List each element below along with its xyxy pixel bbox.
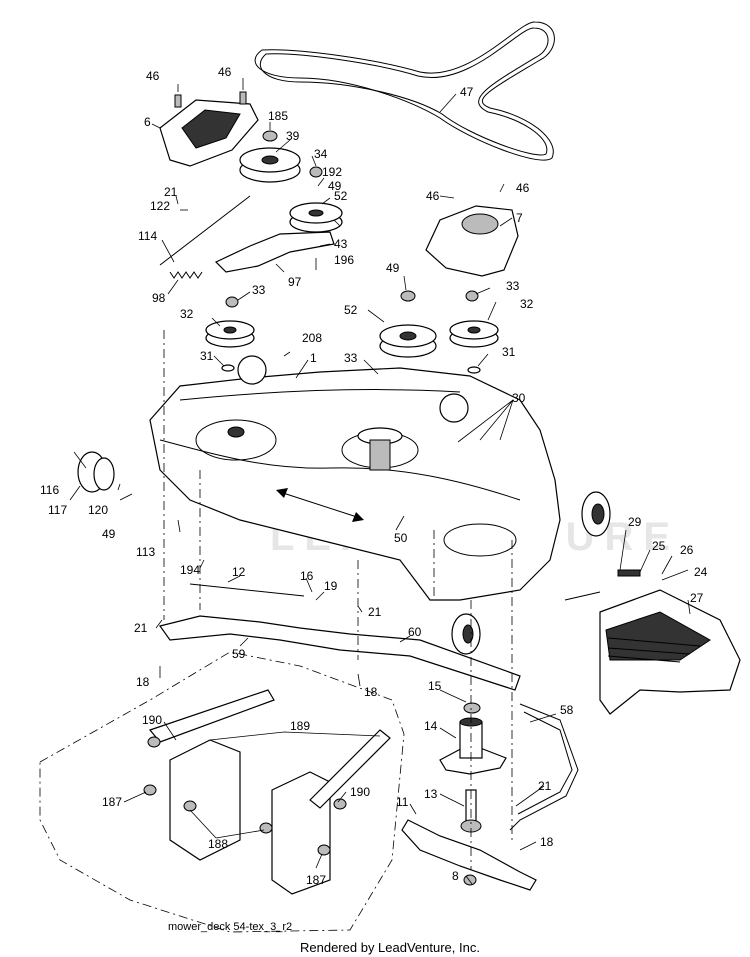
callout-31b: 31	[502, 345, 516, 359]
footer-credit: Rendered by LeadVenture, Inc.	[300, 940, 480, 955]
callout-31a: 31	[200, 349, 214, 363]
callout-43: 43	[334, 237, 348, 251]
callout-33c: 33	[506, 279, 520, 293]
callout-190a: 190	[142, 713, 162, 727]
pulley-32-right	[449, 320, 499, 348]
deck-wheel-front-right	[451, 613, 481, 655]
callout-196: 196	[334, 253, 354, 267]
callout-60: 60	[408, 625, 422, 639]
deck-belt	[254, 21, 555, 161]
spindle-shaft	[460, 789, 482, 833]
callout-188: 188	[208, 837, 228, 851]
callout-33a: 33	[252, 283, 266, 297]
callout-18b: 18	[136, 675, 150, 689]
callout-21c: 21	[134, 621, 148, 635]
callout-117: 117	[48, 503, 67, 517]
callout-47: 47	[460, 85, 474, 99]
callout-46c: 46	[426, 189, 440, 203]
callout-25: 25	[652, 539, 666, 553]
callout-46b: 46	[218, 65, 232, 79]
callout-187a: 187	[102, 795, 122, 809]
callout-27: 27	[690, 591, 704, 605]
callout-113: 113	[136, 545, 155, 559]
callout-190b: 190	[350, 785, 370, 799]
callout-39: 39	[286, 129, 300, 143]
callout-15: 15	[428, 679, 442, 693]
callout-21a: 21	[164, 185, 178, 199]
callout-185: 185	[268, 109, 288, 123]
callout-52b: 52	[344, 303, 358, 317]
callout-18c: 18	[540, 835, 554, 849]
callout-13: 13	[424, 787, 438, 801]
callout-97: 97	[288, 275, 302, 289]
callout-6: 6	[144, 115, 151, 129]
callout-116: 116	[40, 483, 59, 497]
idler-arm	[214, 231, 335, 273]
callout-21b: 21	[368, 605, 382, 619]
callout-34: 34	[314, 147, 328, 161]
leader-lines	[69, 78, 691, 885]
callout-114: 114	[138, 229, 157, 243]
callout-12: 12	[232, 565, 246, 579]
nut-185	[262, 130, 278, 142]
callout-189: 189	[290, 719, 310, 733]
spindle-housing	[439, 717, 507, 775]
gauge-wheel-kit-outline	[39, 651, 405, 933]
callout-32a: 32	[180, 307, 194, 321]
callout-46a: 46	[146, 69, 160, 83]
callout-194: 194	[180, 563, 200, 577]
callout-18a: 18	[364, 685, 378, 699]
callout-1: 1	[310, 351, 317, 365]
callout-49b: 49	[386, 261, 400, 275]
callout-187b: 187	[306, 873, 326, 887]
callout-49a: 49	[328, 179, 342, 193]
callout-59: 59	[232, 647, 246, 661]
callout-21d: 21	[538, 779, 552, 793]
callout-8: 8	[452, 869, 459, 883]
link-12	[189, 583, 305, 597]
pulley-52-upper	[289, 202, 343, 233]
rod-114	[159, 195, 251, 266]
callout-192: 192	[322, 165, 342, 179]
callout-29: 29	[628, 515, 642, 529]
baffle-58	[509, 703, 579, 831]
mower-blade	[401, 819, 537, 891]
deck-wheel-117	[77, 451, 115, 493]
callout-120: 120	[88, 503, 108, 517]
callout-14: 14	[424, 719, 438, 733]
callout-98: 98	[152, 291, 166, 305]
pulley-39	[239, 147, 301, 183]
diagram-caption: mower_deck 54-tex_3_r2	[168, 921, 292, 933]
callout-19: 19	[324, 579, 338, 593]
callout-58: 58	[560, 703, 574, 717]
callout-208: 208	[302, 331, 322, 345]
nut-34	[309, 166, 323, 178]
baffle-59	[158, 615, 521, 691]
callout-32b: 32	[520, 297, 534, 311]
callout-24: 24	[694, 565, 708, 579]
callout-49c: 49	[102, 527, 116, 541]
callout-33b: 33	[344, 351, 358, 365]
pulley-32-left	[205, 320, 255, 348]
callout-52a: 52	[334, 189, 348, 203]
callout-11: 11	[396, 795, 409, 809]
callout-50: 50	[394, 531, 408, 545]
mower-deck	[149, 367, 561, 601]
callout-26: 26	[680, 543, 694, 557]
callout-46d: 46	[516, 181, 530, 195]
spring-98	[169, 271, 203, 279]
pulley-52-lower	[379, 324, 437, 358]
callout-30: 30	[512, 391, 526, 405]
callout-labels: 46 46 6 185 39 34 192 49 52 21 122 114 4…	[40, 65, 708, 887]
deck-wheel-rear-right	[581, 491, 611, 537]
nut-15	[463, 702, 481, 714]
callout-7: 7	[516, 211, 523, 225]
callout-16: 16	[300, 569, 314, 583]
callout-122: 122	[150, 199, 170, 213]
bracket-left	[169, 739, 241, 861]
